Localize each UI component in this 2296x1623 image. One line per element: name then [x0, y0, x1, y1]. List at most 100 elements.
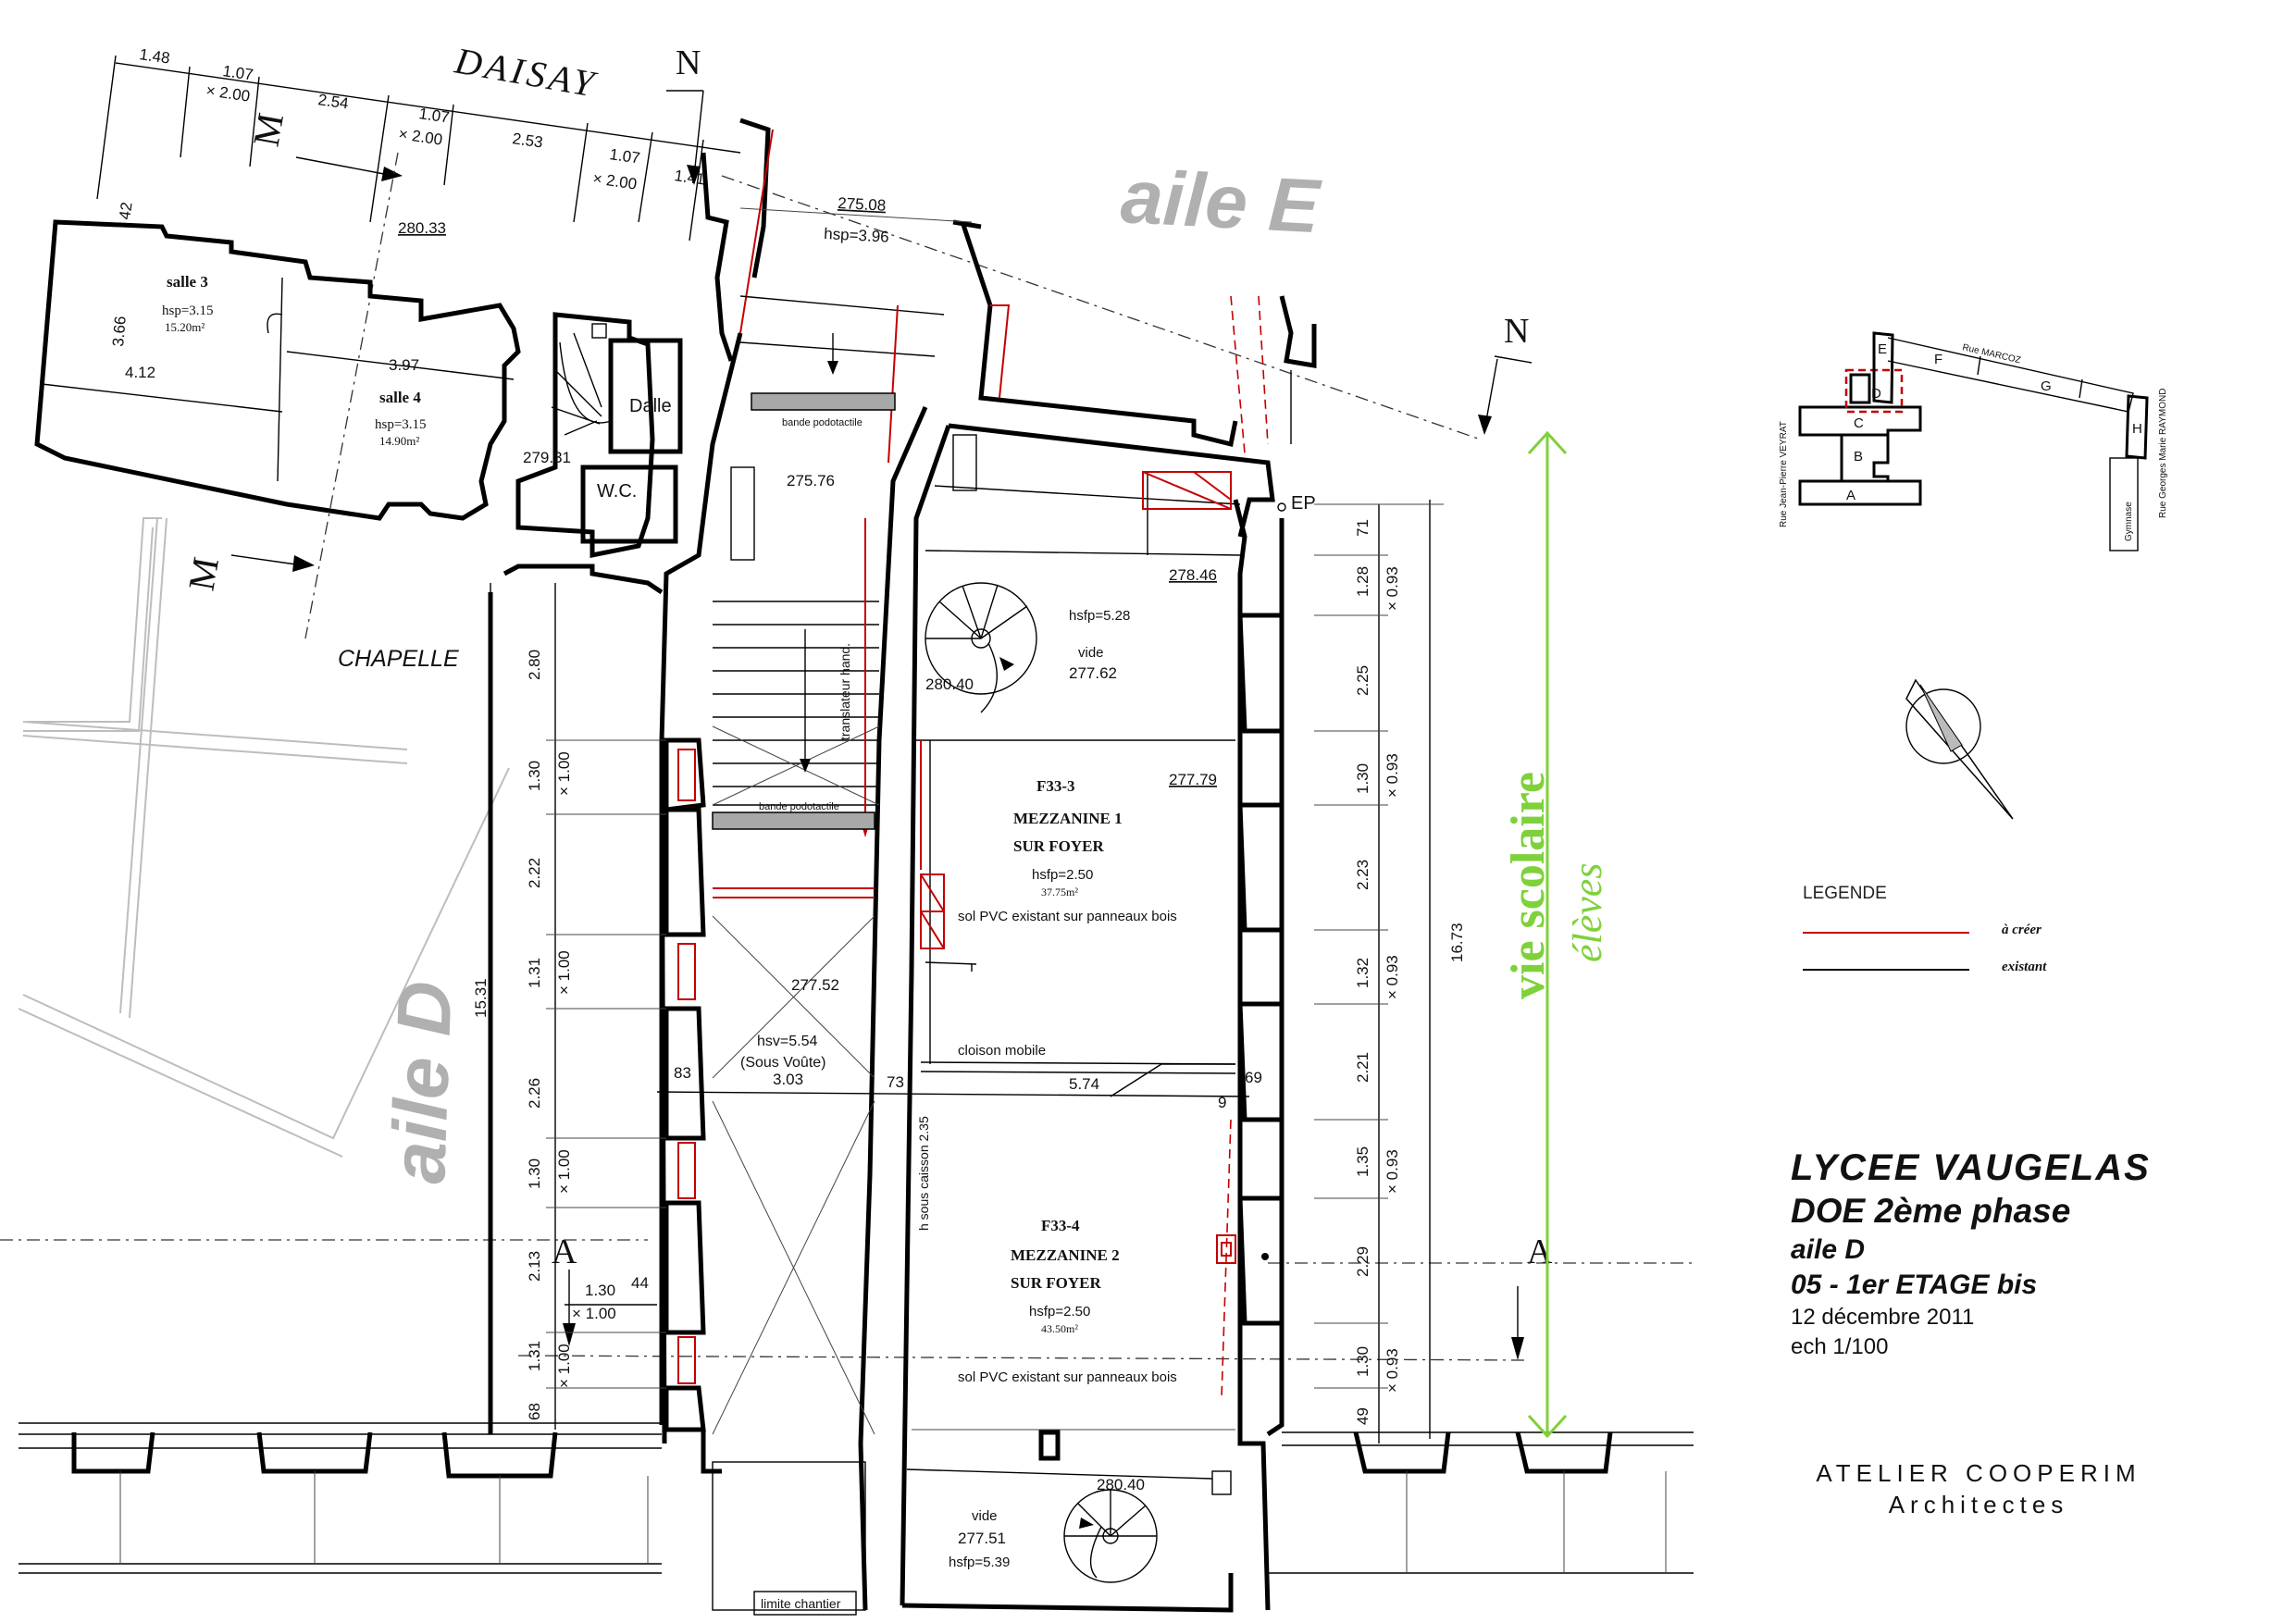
key-rue-raymond: Rue Georges Marie RAYMOND — [2158, 389, 2168, 518]
dim-left-8: 1.30 — [526, 1158, 543, 1189]
key-letter-c: C — [1854, 415, 1864, 431]
key-letter-b: B — [1854, 449, 1863, 465]
vie-scolaire-label: vie scolaire — [1502, 772, 1555, 999]
dim-left-10: 2.13 — [526, 1251, 543, 1282]
dim-top-11: 42 — [116, 201, 135, 220]
top-dimension-chain: 1.48 1.07 × 2.00 2.54 1.07 × 2.00 2.53 1… — [96, 45, 741, 242]
dim-right-9: × 0.93 — [1384, 955, 1401, 999]
dim-top-9: × 2.00 — [591, 169, 638, 192]
level-280-40-top: 280.40 — [925, 675, 974, 693]
mezz2-name1: MEZZANINE 2 — [1011, 1246, 1120, 1264]
firm-block: ATELIER COOPERIM Architectes — [1784, 1457, 2173, 1520]
title-block: LYCEE VAUGELAS DOE 2ème phase aile D 05 … — [1791, 1146, 2272, 1362]
dim-69: 69 — [1245, 1069, 1262, 1086]
key-letter-f: F — [1934, 352, 1942, 367]
cloison-mobile-label: cloison mobile — [958, 1043, 1046, 1059]
dim-left-total: 15.31 — [472, 978, 490, 1018]
dim-right-10: 2.21 — [1354, 1052, 1371, 1083]
project-phase: DOE 2ème phase — [1791, 1192, 2071, 1230]
dim-small-1: 1.30 — [585, 1282, 615, 1299]
tactile-strip-top-label: bande podotactile — [782, 417, 863, 428]
level-275-76: 275.76 — [787, 472, 835, 489]
level-277-79: 277.79 — [1169, 771, 1217, 788]
mezz1-name1: MEZZANINE 1 — [1013, 810, 1123, 827]
legend-new-swatch — [1803, 932, 1969, 934]
hsp-3-96: hsp=3.96 — [824, 225, 889, 246]
dim-83: 83 — [674, 1064, 691, 1082]
dim-left-4: 2.22 — [526, 858, 543, 888]
dim-right-total: 16.73 — [1448, 923, 1466, 962]
spiral-stair-top — [925, 582, 1037, 713]
dim-right-13: 2.29 — [1354, 1246, 1371, 1277]
classroom-block: salle 3 hsp=3.15 15.20m² 4.12 3.66 salle… — [34, 219, 521, 521]
salle-4-hsp: hsp=3.15 — [375, 417, 427, 432]
left-dimension-chain: 2.80 1.30 × 1.00 2.22 1.31 × 1.00 2.26 1… — [472, 583, 666, 1430]
dim-right-14: 1.30 — [1354, 1346, 1371, 1377]
dim-9: 9 — [1218, 1094, 1226, 1111]
dim-right-15: × 0.93 — [1384, 1348, 1401, 1393]
dim-right-2: 1.28 — [1354, 566, 1371, 597]
dim-left-3: × 1.00 — [555, 751, 573, 796]
eleves-label: élèves — [1565, 863, 1610, 962]
svg-text:M: M — [180, 554, 227, 594]
stair-treads — [712, 601, 880, 806]
mezz2-floor: sol PVC existant sur panneaux bois — [958, 1369, 1177, 1385]
salle-4-name: salle 4 — [379, 389, 421, 406]
dim-303: 3.03 — [773, 1071, 803, 1088]
dim-right-5: 1.30 — [1354, 763, 1371, 794]
dim-right-16: 49 — [1354, 1407, 1371, 1425]
key-letter-d: D — [1871, 386, 1881, 402]
vide-top-label: vide — [1078, 645, 1104, 661]
level-280-40-bottom: 280.40 — [1097, 1476, 1145, 1493]
dim-right-6: × 0.93 — [1384, 753, 1401, 798]
drawing-date: 12 décembre 2011 — [1791, 1305, 1975, 1330]
mezz2-hsfp: hsfp=2.50 — [1029, 1304, 1090, 1319]
vide-bottom-hsfp: hsfp=5.39 — [949, 1555, 1010, 1570]
tactile-strip-bottom-label: bande podotactile — [759, 801, 839, 812]
legend-existing-swatch — [1803, 969, 1969, 971]
svg-text:N: N — [676, 43, 701, 82]
dim-salle4-width: 3.97 — [389, 356, 419, 374]
dim-top-4: 2.54 — [316, 91, 349, 112]
stair-core: Dalle W.C. 279.31 — [515, 312, 683, 559]
firm-name: ATELIER COOPERIM — [1816, 1459, 2141, 1487]
project-wing: aile D — [1791, 1234, 1866, 1265]
key-letter-g: G — [2041, 378, 2052, 394]
mezz2-area: 43.50m² — [1041, 1322, 1078, 1335]
section-marker-m-top: M — [245, 110, 403, 181]
key-letter-e: E — [1878, 341, 1887, 357]
dim-right-11: 1.35 — [1354, 1146, 1371, 1177]
dim-small-3: 44 — [631, 1274, 649, 1292]
key-letter-a: A — [1846, 488, 1855, 503]
level-278-46: 278.46 — [1169, 566, 1217, 584]
dim-left-7: 2.26 — [526, 1078, 543, 1109]
key-gymnase: Gymnase — [2124, 502, 2134, 541]
mezz2-ref: F33-4 — [1041, 1217, 1080, 1234]
north-marker-top: N — [666, 43, 704, 185]
right-dimension-chain: 71 1.28 × 0.93 2.25 1.30 × 0.93 2.23 1.3… — [1314, 500, 1466, 1443]
dim-top-8: 1.07 — [608, 145, 640, 167]
dim-right-12: × 0.93 — [1384, 1149, 1401, 1194]
legend-row-new: à créer — [1803, 917, 2080, 954]
legend-existing-label: existant — [2002, 960, 2047, 974]
level-277-52: 277.52 — [791, 976, 839, 994]
dim-574: 5.74 — [1069, 1075, 1099, 1093]
wc-label: W.C. — [597, 481, 637, 502]
dim-left-2: 1.30 — [526, 761, 543, 791]
bottom-facade — [19, 1422, 1694, 1574]
vide-bottom-level: 277.51 — [958, 1530, 1006, 1547]
dim-left-1: 2.80 — [526, 650, 543, 680]
dim-left-13: 68 — [526, 1403, 543, 1420]
section-marker-m-bottom: M — [180, 152, 399, 639]
dim-top-2: 1.07 — [221, 62, 254, 83]
caisson-label: h sous caisson 2.35 — [916, 1116, 931, 1231]
salle-3-name: salle 3 — [167, 273, 208, 291]
vide-top-hsfp: hsfp=5.28 — [1069, 608, 1130, 624]
level-279-31: 279.31 — [523, 449, 571, 466]
section-marker-a-left: A — [0, 1233, 648, 1346]
key-plan: A B C D E F G H Rue MARCOZ Rue Jean-Pier… — [1779, 331, 2168, 551]
key-letter-h: H — [2132, 421, 2142, 437]
salle-3-hsp: hsp=3.15 — [162, 304, 214, 318]
wing-d-outline — [18, 517, 510, 1158]
